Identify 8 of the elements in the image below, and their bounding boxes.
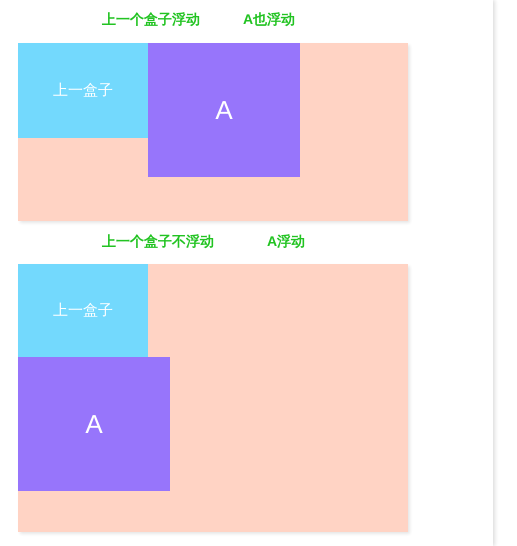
- floated-box: A: [148, 43, 300, 177]
- floated-box: A: [18, 357, 170, 491]
- heading-text: 上一个盒子不浮动: [102, 232, 214, 250]
- floated-box: 上一盒子: [18, 43, 148, 138]
- heading-text: 上一个盒子浮动: [102, 10, 200, 28]
- heading-text: A也浮动: [243, 10, 296, 28]
- heading-text: A浮动: [267, 232, 306, 250]
- block-box: 上一盒子: [18, 264, 148, 357]
